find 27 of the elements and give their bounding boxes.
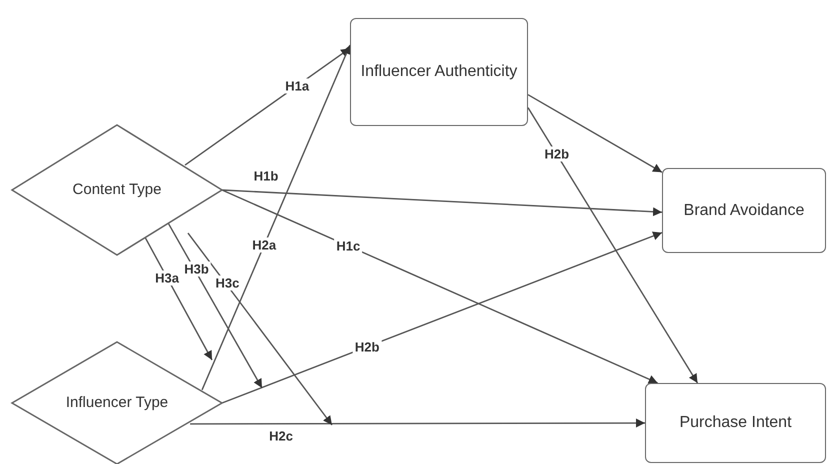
arrow (222, 189, 658, 384)
arrow (187, 232, 333, 426)
arrow (222, 232, 662, 404)
edge-label: H2c (267, 428, 295, 444)
node-label: Influencer Authenticity (360, 62, 518, 82)
edge-label: H2b (352, 339, 382, 354)
edge-label: H2a (250, 238, 278, 253)
node-label: Influencer Type (64, 392, 170, 413)
edge-label: H1a (283, 78, 312, 94)
process-box (645, 383, 826, 463)
arrow (144, 236, 213, 360)
arrow (222, 189, 662, 216)
edge-label: H3b (182, 262, 211, 277)
arrow (527, 107, 698, 384)
process-box (662, 168, 826, 253)
node-label: Purchase Intent (678, 413, 793, 434)
edge-label: H1c (334, 238, 362, 254)
arrow (201, 44, 351, 390)
arrow (190, 418, 645, 428)
node-label: Brand Avoidance (682, 200, 806, 221)
node-label: Content Type (72, 180, 162, 200)
edge-label: H1b (252, 168, 280, 184)
edge-label: H3a (153, 270, 181, 286)
arrow (528, 94, 662, 173)
process-box (350, 18, 528, 126)
edge-label: H3c (214, 275, 242, 290)
edge-label: H2b (542, 146, 572, 162)
